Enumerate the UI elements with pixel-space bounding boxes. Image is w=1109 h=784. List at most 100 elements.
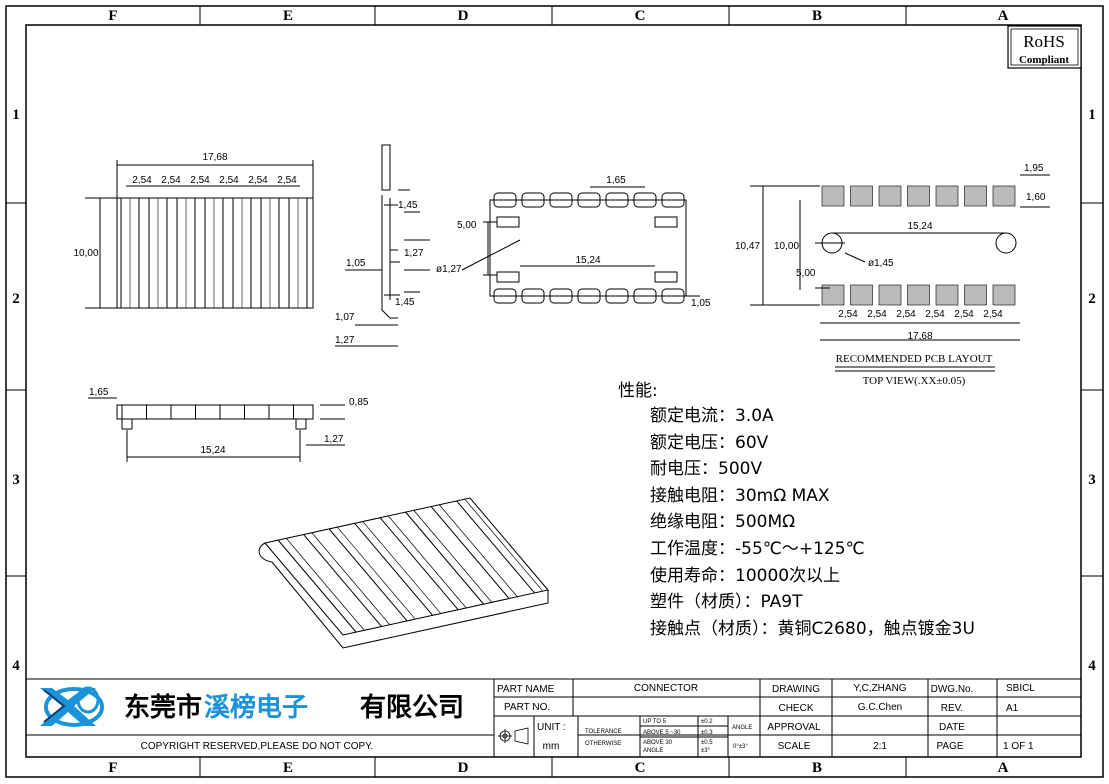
zone-row-3-right: 3 <box>1088 472 1096 488</box>
pcb-pad-top <box>821 185 845 207</box>
scale-value: 2:1 <box>873 741 887 752</box>
specs-block: 性能: 额定电流：3.0A 额定电压：60V 耐电压：500V 接触电阻：30m… <box>618 381 975 639</box>
pcb-pad-bottom <box>992 284 1016 306</box>
spec-line-2: 额定电压：60V <box>650 433 769 453</box>
iso-rib-line <box>336 526 416 620</box>
copyright-notice: COPYRIGHT RESERVED,PLEASE DO NOT COPY. <box>141 741 374 752</box>
dim-bot-1524: 15,24 <box>200 445 225 456</box>
iso-rib-line <box>362 520 441 614</box>
zone-col-a-top: A <box>998 8 1009 24</box>
dim-pcb-pitch-3: 2,54 <box>896 309 916 320</box>
pcb-pad-bottom <box>935 284 959 306</box>
projection-symbol-icon <box>498 727 529 745</box>
top-pin-upper <box>549 192 573 208</box>
top-pin-lower <box>493 288 517 304</box>
zone-row-2-right: 2 <box>1088 291 1096 307</box>
dim-pcb-1524: 15,24 <box>907 221 932 232</box>
otherwise-label: OTHERWISE <box>585 741 621 747</box>
dim-side-105: 1,05 <box>346 258 366 269</box>
iso-rib-line <box>354 522 433 616</box>
spec-line-8: 塑件（材质）：PA9T <box>650 592 803 612</box>
title-block <box>26 678 1081 757</box>
dim-pcb-160: 1,60 <box>1026 192 1046 203</box>
zone-col-d-bottom: D <box>458 760 469 776</box>
zone-col-e-bottom: E <box>283 760 293 776</box>
page-label: PAGE <box>936 741 963 752</box>
dim-front-pitch-4: 2,54 <box>219 175 239 186</box>
tol-angle: ANGLE <box>643 748 663 754</box>
inner-border <box>25 24 1082 758</box>
dim-top-165: 1,65 <box>606 175 626 186</box>
dim-front-pitch-2: 2,54 <box>161 175 181 186</box>
top-pin-upper <box>493 192 517 208</box>
tol-angle-value: ±3° <box>701 748 711 754</box>
rohs-badge: RoHS Compliant <box>1007 25 1082 69</box>
spec-line-1: 额定电流：3.0A <box>650 406 774 426</box>
tol-up5: UP TO 5 <box>643 719 667 725</box>
zone-row-1-left: 1 <box>12 107 20 123</box>
zone-row-3-left: 3 <box>12 472 20 488</box>
dim-top-105: 1,05 <box>691 298 711 309</box>
part-no-label: PART NO. <box>504 702 550 713</box>
dim-side-145-bottom: 1,45 <box>395 297 415 308</box>
rev-label: REV. <box>941 703 963 714</box>
check-label: CHECK <box>778 703 813 714</box>
iso-rib-line <box>430 506 510 599</box>
dwg-no-label: DWG.No. <box>931 684 974 695</box>
dim-bot-085: 0,85 <box>349 397 369 408</box>
dim-top-1524: 15,24 <box>575 255 600 266</box>
top-pin-upper <box>661 192 685 208</box>
dwg-no-value: SBICL <box>1006 683 1035 694</box>
dim-front-pitch-6: 2,54 <box>277 175 297 186</box>
zone-col-e-top: E <box>283 8 293 24</box>
spec-line-6: 工作温度：-55℃～+125℃ <box>650 539 865 559</box>
dim-front-height: 10,00 <box>73 248 98 259</box>
tol-30-value: ±0.5 <box>701 740 713 746</box>
top-pin-upper <box>633 192 657 208</box>
pcb-pad-top <box>992 185 1016 207</box>
unit-value: mm <box>543 741 560 752</box>
company-logo <box>40 686 104 727</box>
scale-label: SCALE <box>778 741 811 752</box>
top-pin-lower <box>521 288 545 304</box>
approval-label: APPROVAL <box>767 722 821 733</box>
iso-rib-line <box>464 498 543 592</box>
iso-rib-line <box>405 511 484 605</box>
pcb-pad-top <box>878 185 902 207</box>
top-pin-upper <box>577 192 601 208</box>
pcb-pad-top <box>935 185 959 207</box>
outer-border <box>5 5 1104 778</box>
dim-side-145-top: 1,45 <box>398 200 418 211</box>
dim-pcb-1000: 10,00 <box>774 241 799 252</box>
iso-rib-line <box>456 500 535 594</box>
pcb-pad-top <box>907 185 930 207</box>
pcb-pad-bottom <box>964 284 987 306</box>
zone-col-c-bottom: C <box>635 760 646 776</box>
dim-bot-165: 1,65 <box>89 387 109 398</box>
dim-top-500: 5,00 <box>457 220 477 231</box>
iso-rib-line <box>387 515 467 608</box>
zone-col-b-bottom: B <box>812 760 822 776</box>
top-pin-lower <box>661 288 685 304</box>
dim-front-pitch-1: 2,54 <box>132 175 152 186</box>
zone-col-a-bottom: A <box>998 760 1009 776</box>
top-view <box>461 186 700 304</box>
tol-5-30-value: ±0.3 <box>701 730 713 736</box>
pcb-pad-bottom <box>821 284 845 306</box>
iso-rib-line <box>303 534 382 627</box>
pcb-pad-top <box>850 185 873 207</box>
spec-line-4: 接触电阻：30mΩ MAX <box>650 486 830 506</box>
zone-row-2-left: 2 <box>12 291 20 307</box>
dim-pcb-1047: 10,47 <box>735 241 760 252</box>
dim-side-127-bottom: 1,27 <box>335 335 355 346</box>
drawing-label: DRAWING <box>772 684 820 695</box>
angle-value: 0°±3° <box>733 744 748 750</box>
spec-line-7: 使用寿命：10000次以上 <box>650 565 840 586</box>
isometric-view <box>258 497 549 649</box>
top-pin-lower <box>577 288 601 304</box>
rohs-subtitle: Compliant <box>1019 54 1069 66</box>
pcb-pad-bottom <box>907 284 930 306</box>
pcb-layout-subtitle: TOP VIEW(.XX±0.05) <box>863 375 966 387</box>
iso-rib-line <box>413 509 492 603</box>
zone-col-c-top: C <box>635 8 646 24</box>
